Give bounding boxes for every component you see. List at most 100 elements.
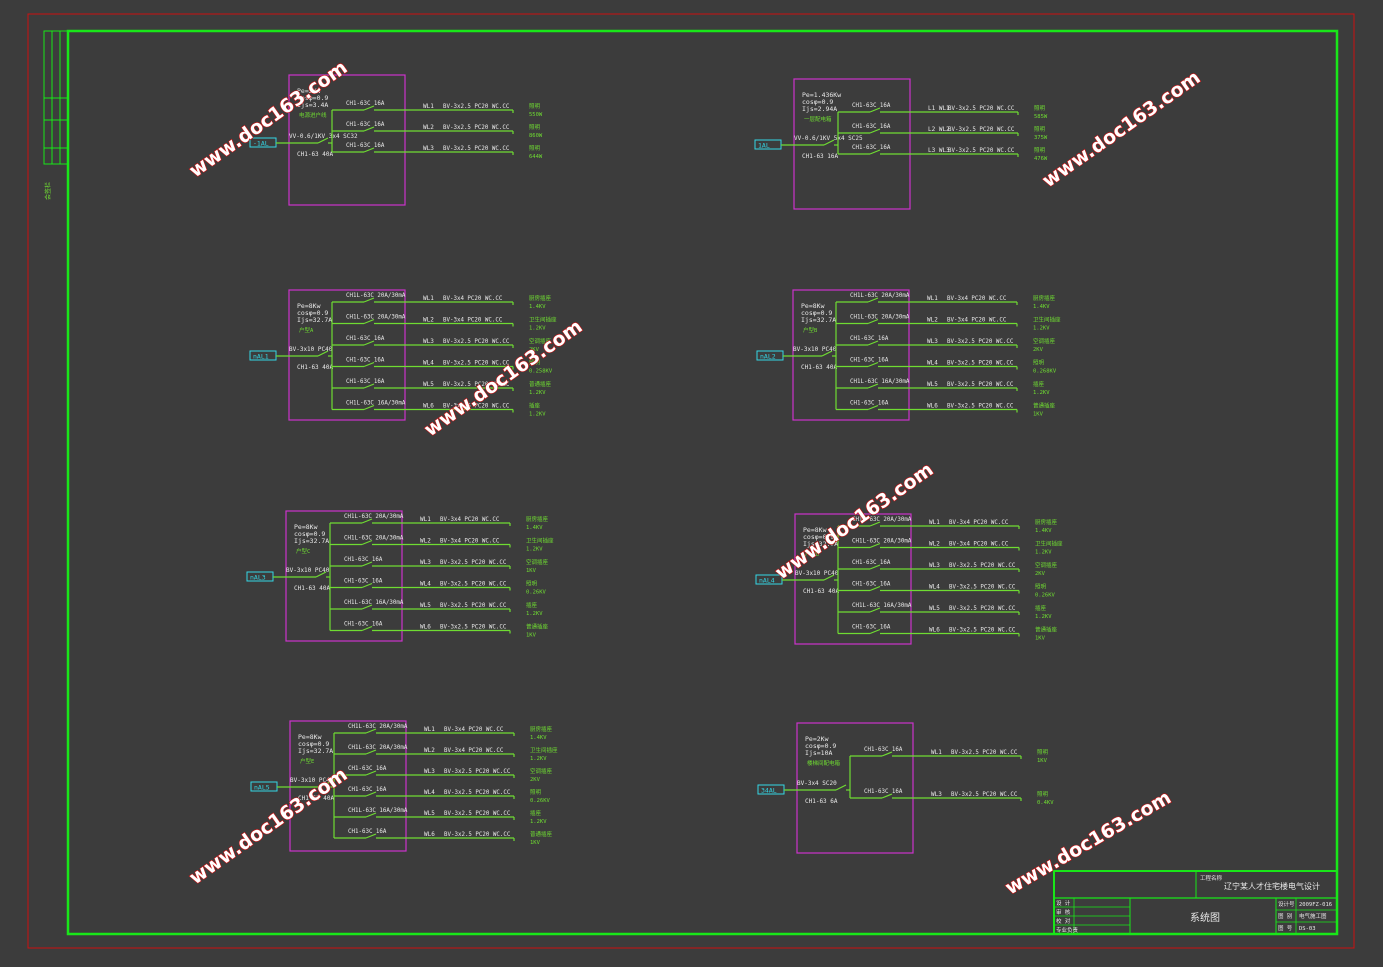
breaker-symbol (361, 539, 373, 546)
board-param: Ijs=2.94A (802, 105, 837, 113)
circuit-cable: BV-3x4 PC20 WC.CC (444, 748, 504, 754)
breaker-symbol (361, 582, 373, 589)
circuit-breaker: CH1-63C 16A (852, 145, 891, 151)
circuit-cable: BV-3x2.5 PC20 WC.CC (443, 404, 510, 410)
circuit-load: 照明 (1034, 147, 1046, 154)
circuit-breaker: CH1-63C 16A (850, 401, 889, 407)
feeder-tag: 34AL (757, 784, 785, 795)
circuit-power: 1.4KV (529, 304, 546, 310)
breaker-symbol (363, 361, 375, 368)
circuit-power: 1.2KV (526, 611, 543, 617)
title-info-label: 图 号 (1278, 924, 1293, 932)
breaker-symbol (869, 564, 881, 570)
main-breaker-symbol (317, 350, 329, 357)
circuit-cable: BV-3x2.5 PC20 WC.CC (440, 560, 507, 566)
breaker-symbol (869, 628, 881, 635)
board-note: 户型D (805, 550, 819, 558)
breaker-symbol (869, 585, 881, 592)
circuit-load: 卫生间插座 (529, 316, 557, 324)
circuit-breaker: CH1L-63C 20A/30mA (852, 539, 912, 545)
circuit-power: 1KV (526, 633, 537, 639)
title-project-label: 工程名称 (1200, 874, 1223, 882)
circuit-breaker: CH1-63C 16A (348, 766, 387, 772)
circuit-load: 照明 (526, 581, 538, 588)
circuit-power: 0.26KV (526, 590, 547, 596)
board-note: 一层配电箱 (804, 115, 832, 123)
board-note: 楼梯间配电箱 (807, 759, 841, 767)
board-param: cosφ=0.9 (801, 309, 832, 317)
circuit-load: 普通插座 (1035, 626, 1058, 634)
board-param: Ijs=32.7A (803, 540, 838, 548)
board-param: Pe=1.436Kw (802, 91, 841, 99)
circuit-breaker: CH1L-63C 20A/30mA (346, 315, 406, 321)
circuit-breaker: CH1-63C 16A (850, 358, 889, 364)
circuit-breaker: CH1L-63C 16A/30mA (346, 401, 406, 407)
circuit-power: 1KV (526, 568, 537, 574)
circuit-load: 普通插座 (530, 830, 553, 838)
board-note: 户型B (803, 326, 818, 334)
breaker-symbol (365, 791, 377, 797)
circuit-cable: BV-3x4 PC20 WC.CC (949, 542, 1009, 548)
breaker-symbol (867, 404, 879, 411)
circuit-loop: WL5 (927, 381, 938, 388)
breaker-symbol (365, 728, 377, 734)
sheet-border (27, 13, 1355, 949)
breaker-symbol (869, 149, 881, 155)
circuit-load: 照明 (529, 145, 541, 152)
circuit-cable: BV-3x2.5 PC20 WC.CC (951, 792, 1018, 798)
circuit-breaker: CH1-63C 16A (346, 101, 385, 107)
main-breaker-symbol (821, 350, 833, 357)
board-param: Pe=2Kw (805, 735, 829, 743)
breaker-symbol (867, 297, 879, 303)
circuit-load: 插座 (530, 809, 542, 817)
board-param: Ijs=32.7A (294, 537, 329, 545)
circuit-cable: BV-3x2.5 PC20 WC.CC (948, 106, 1015, 112)
incoming-cable: BV-3x10 PC40 (286, 567, 330, 574)
circuit-cable: BV-3x2.5 PC20 WC.CC (444, 811, 511, 817)
incoming-cable: BV-3x4 SC20 (797, 780, 837, 787)
board-param: cosφ=0.9 (805, 742, 836, 750)
breaker-symbol (365, 833, 377, 839)
circuit-breaker: CH1-63C 16A (346, 358, 385, 364)
board-param: cosφ=0.9 (294, 530, 325, 538)
circuit-power: 1.2KV (529, 412, 546, 418)
main-breaker: CH1-63 40A (297, 364, 334, 371)
circuit-power: 375W (1034, 135, 1048, 141)
circuit-breaker: CH1L-63C 20A/30mA (344, 536, 404, 542)
circuit-power: 1KV (1033, 412, 1044, 418)
feeder-tag: nAL2 (756, 350, 784, 361)
circuit-loop: WL4 (927, 360, 938, 367)
main-breaker-symbol (823, 574, 835, 581)
main-breaker-symbol (315, 571, 327, 578)
watermark-text: www.doc163.com (420, 315, 586, 441)
main-breaker: CH1-63 40A (803, 588, 840, 595)
breaker-symbol (363, 318, 375, 325)
circuit-loop: WL6 (420, 624, 431, 631)
circuit-power: 1.2KV (1035, 614, 1052, 620)
circuit-power: 0.4KV (1037, 800, 1054, 806)
circuit-cable: BV-3x2.5 PC20 WC.CC (949, 628, 1016, 634)
breaker-symbol (867, 383, 879, 389)
title-info-value: 电气施工图 (1299, 912, 1327, 920)
breaker-symbol (365, 812, 377, 818)
feeder-tag: nAL3 (246, 571, 274, 582)
circuit-breaker: CH1L-63C 20A/30mA (850, 293, 910, 299)
watermark-text: www.doc163.com (1038, 66, 1204, 192)
circuit-loop: WL4 (424, 789, 435, 796)
title-role: 校 对 (1056, 917, 1071, 925)
circuit-cable: BV-3x2.5 PC20 WC.CC (948, 127, 1015, 133)
circuit-loop: WL4 (423, 360, 434, 367)
board-enclosure (792, 289, 910, 421)
circuit-breaker: CH1-63C 16A (344, 557, 383, 563)
